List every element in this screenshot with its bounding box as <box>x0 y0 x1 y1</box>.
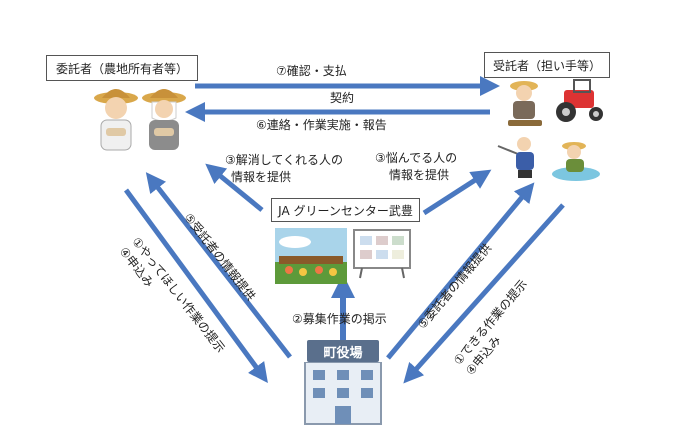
label-worry-info: ③悩んでる人の 情報を提供 <box>375 150 457 184</box>
label-contract: 契約 <box>330 91 355 105</box>
label-confirm-pay: ⑦確認・支払 <box>276 64 347 78</box>
arrow-town-to-consignee <box>386 182 535 360</box>
tractor-icon <box>556 79 603 122</box>
label-recruit: ②募集作業の掲示 <box>292 312 387 326</box>
label-resolve-line2: 情報を提供 <box>231 170 292 184</box>
arrow-consignor-to-town <box>123 188 268 384</box>
ja-storefront-icon <box>275 228 347 284</box>
arrow-town-to-consignor <box>145 172 292 359</box>
arrow-ja-to-consignor <box>205 163 264 212</box>
ja-box: JA グリーンセンター武豊 <box>271 198 420 222</box>
planting-farmer-icon <box>552 142 600 181</box>
ja-label: JA グリーンセンター武豊 <box>278 203 413 218</box>
ja-poster-board-icon <box>353 229 411 279</box>
town-hall-sign: 町役場 <box>307 340 379 362</box>
farmer-man-icon <box>94 89 138 151</box>
arrow-consignee-to-town <box>403 203 565 384</box>
consignee-label: 受託者（担い手等） <box>492 58 601 73</box>
label-resolve-line1: ③解消してくれる人の <box>225 153 344 167</box>
consignor-label: 委託者（農地所有者等） <box>55 61 188 76</box>
farmer-worker-icon <box>508 81 542 126</box>
town-hall-building-icon <box>304 362 382 425</box>
consignor-box: 委託者（農地所有者等） <box>46 55 198 81</box>
label-worry-line1: ③悩んでる人の <box>375 151 458 165</box>
town-label: 町役場 <box>323 345 363 361</box>
arrow-ja-to-consignee <box>422 169 492 216</box>
label-resolve-info: ③解消してくれる人の 情報を提供 <box>225 152 343 186</box>
consignee-box: 受託者（担い手等） <box>484 52 610 78</box>
sprayer-farmer-icon <box>497 137 534 178</box>
label-contact-report: ⑥連絡・作業実施・報告 <box>256 118 387 132</box>
label-worry-line2: 情報を提供 <box>389 168 450 182</box>
farmer-woman-icon <box>142 89 186 150</box>
